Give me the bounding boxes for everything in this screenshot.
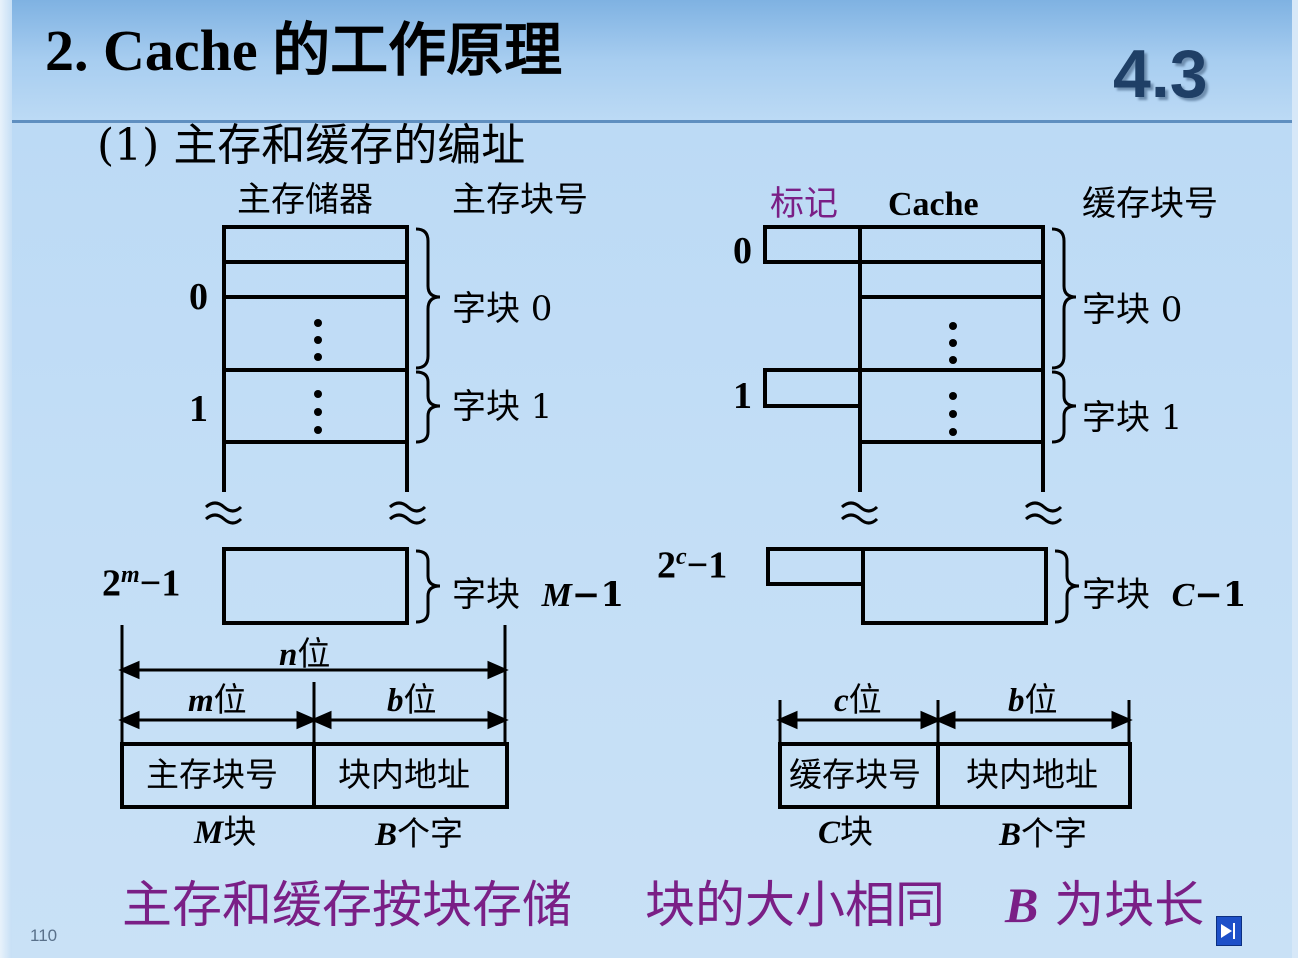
next-slide-icon[interactable] — [1216, 916, 1242, 946]
break-symbols — [205, 501, 1063, 525]
title-divider — [12, 120, 1292, 123]
main-left-var: m — [188, 683, 214, 719]
cache-top-box — [858, 225, 1045, 444]
main-below-right-unit: 个字 — [397, 814, 464, 853]
main-total-width-label: n位 — [279, 637, 330, 672]
cache-field-block-number: 缓存块号 — [789, 755, 921, 794]
left-border — [0, 0, 12, 958]
cache-row-label-0: 0 — [733, 230, 752, 272]
cache-right-unit: 位 — [1024, 680, 1058, 719]
cache-row-label-1: 1 — [733, 375, 752, 417]
slide-title: 2. Cache 的工作原理 — [45, 18, 563, 83]
cache-last-block — [861, 547, 1048, 625]
main-row-label-0: 0 — [189, 276, 208, 318]
brace-cache-block-0 — [1051, 227, 1077, 370]
cache-block-bits-label: c位 — [834, 683, 882, 718]
main-total-unit: 位 — [297, 634, 331, 673]
main-block-count-label: M块 — [194, 815, 256, 850]
main-block-last-label: 字块 M−1 — [452, 578, 624, 613]
main-below-left-unit: 块 — [223, 812, 257, 851]
main-block-last-prefix: 字块 — [452, 575, 520, 615]
main-below-left-var: M — [194, 815, 224, 851]
cache-block-last-prefix: 字块 — [1082, 575, 1150, 615]
width-arrows — [118, 660, 1133, 730]
cache-left-unit: 位 — [848, 680, 882, 719]
brace-cache-block-last — [1054, 549, 1080, 624]
main-below-right-var: B — [375, 817, 398, 853]
cache-below-left-var: C — [818, 815, 841, 851]
cache-tag-last — [766, 547, 865, 586]
cache-heading: Cache — [888, 186, 979, 223]
page-number: 110 — [30, 926, 58, 945]
statement-block-length-text: 为块长 — [1038, 876, 1205, 934]
main-row-label-1: 1 — [189, 388, 208, 430]
cache-block-last-tail: −1 — [1194, 575, 1247, 615]
cache-block-last-var: C — [1171, 577, 1195, 614]
cache-last-exponent: c — [676, 544, 687, 570]
main-memory-last-block — [222, 547, 409, 625]
main-right-var: b — [387, 683, 404, 719]
main-block-last-var: M — [541, 577, 572, 614]
main-field-block-number: 主存块号 — [146, 755, 278, 794]
main-block-bits-label: m位 — [188, 683, 247, 718]
subtitle: (1) 主存和缓存的编址 — [97, 120, 526, 171]
statement-block-length: B 为块长 — [1005, 880, 1204, 930]
cache-row-label-last: 2c−1 — [657, 545, 727, 585]
main-right-unit: 位 — [403, 680, 437, 719]
cache-block-1-label: 字块 1 — [1082, 398, 1183, 438]
main-block-number-heading: 主存块号 — [452, 180, 588, 220]
main-memory-heading: 主存储器 — [237, 180, 373, 220]
main-memory-top-box — [222, 225, 409, 444]
right-border — [1292, 0, 1298, 958]
cache-words-per-block-label: B个字 — [999, 817, 1087, 852]
cache-tag-1 — [763, 368, 862, 408]
brace-main-block-last — [415, 549, 441, 624]
main-left-unit: 位 — [213, 680, 247, 719]
cache-address-format — [778, 742, 1132, 809]
brace-main-block-0 — [415, 227, 441, 370]
cache-below-right-var: B — [999, 817, 1022, 853]
main-block-0-label: 字块 0 — [452, 289, 553, 329]
cache-block-count-label: C块 — [818, 815, 873, 850]
statement-same-size: 块的大小相同 — [645, 876, 945, 934]
main-offset-bits-label: b位 — [387, 683, 437, 718]
cache-block-0-label: 字块 0 — [1082, 290, 1183, 330]
cache-tag-0 — [763, 225, 862, 264]
brace-main-block-1 — [415, 370, 441, 444]
main-field-offset: 块内地址 — [338, 755, 470, 794]
main-last-base: 2 — [102, 562, 121, 605]
main-row-label-last: 2m−1 — [102, 563, 180, 603]
main-words-per-block-label: B个字 — [375, 817, 463, 852]
cache-block-last-label: 字块 C−1 — [1082, 578, 1246, 613]
cache-right-var: b — [1008, 683, 1025, 719]
cache-last-base: 2 — [657, 544, 676, 587]
main-block-1-label: 字块 1 — [452, 387, 553, 427]
ellipsis-dots — [314, 319, 957, 436]
cache-left-var: c — [834, 683, 849, 719]
cache-offset-bits-label: b位 — [1008, 683, 1058, 718]
main-block-last-tail: −1 — [571, 575, 625, 615]
cache-below-right-unit: 个字 — [1021, 814, 1088, 853]
statement-block-storage: 主存和缓存按块存储 — [122, 876, 572, 934]
main-total-var: n — [279, 637, 298, 673]
cache-block-number-heading: 缓存块号 — [1082, 184, 1218, 224]
cache-last-tail: −1 — [686, 544, 728, 587]
statement-block-length-var: B — [1005, 877, 1039, 933]
main-last-exponent: m — [121, 562, 140, 588]
brace-cache-block-1 — [1051, 370, 1077, 444]
cache-field-offset: 块内地址 — [966, 755, 1098, 794]
main-last-tail: −1 — [139, 562, 181, 605]
cache-tag-heading: 标记 — [770, 184, 838, 224]
cache-below-left-unit: 块 — [840, 812, 874, 851]
section-number: 4.3 — [1113, 36, 1208, 112]
